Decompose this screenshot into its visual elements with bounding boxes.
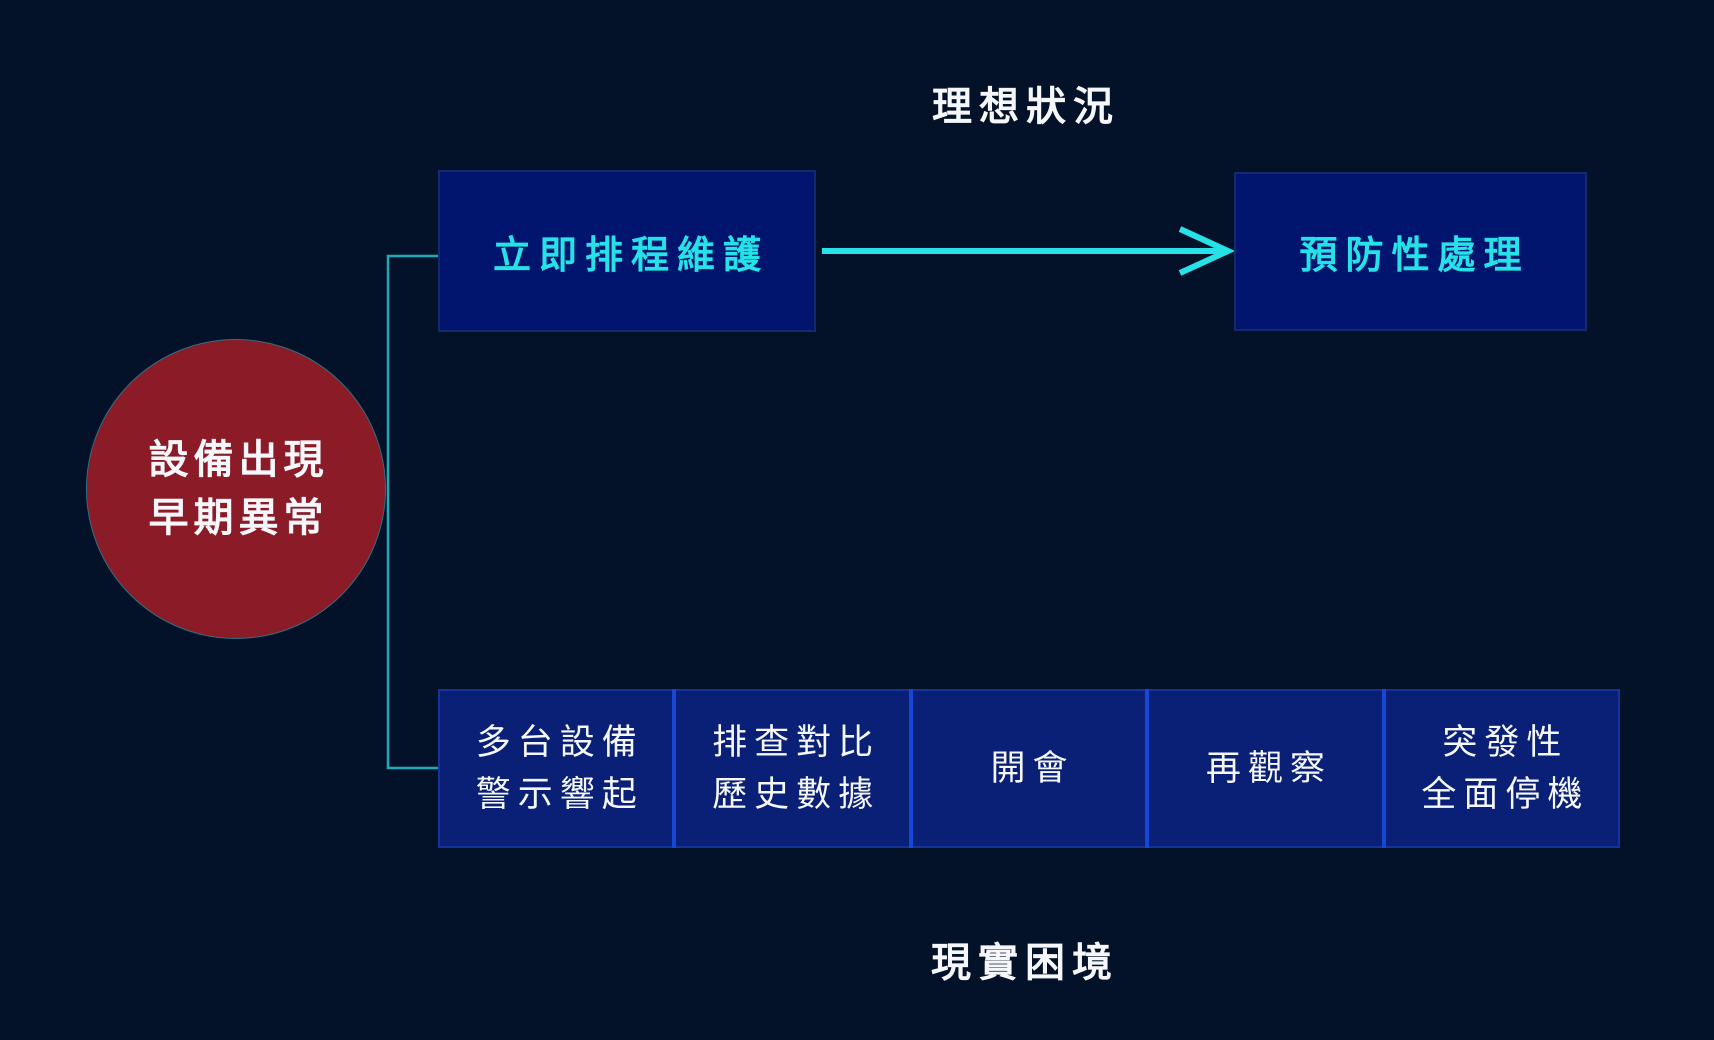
flow-arrow-head bbox=[1178, 226, 1236, 276]
reality-zone-label: 現實困境 bbox=[931, 941, 1119, 985]
reality-step-label: 多台設備 bbox=[475, 722, 644, 762]
reality-step-observe-again: 再觀察 bbox=[1149, 689, 1382, 848]
reality-step-label: 突發性 bbox=[1442, 722, 1569, 762]
branch-connector-line bbox=[386, 254, 438, 770]
ideal-action-box: 立即排程維護 bbox=[438, 170, 816, 332]
ideal-zone-label: 理想狀況 bbox=[932, 85, 1120, 129]
reality-step-multiple-alarms: 多台設備 警示響起 bbox=[438, 689, 673, 848]
reality-step-label: 開會 bbox=[990, 748, 1075, 788]
reality-step-label: 警示響起 bbox=[475, 774, 644, 814]
reality-step-check-history: 排查對比 歷史數據 bbox=[676, 689, 909, 848]
reality-steps-row: 多台設備 警示響起 排查對比 歷史數據 開會 再觀察 突發性 全面停機 bbox=[438, 689, 1621, 848]
source-circle-line1: 設備出現 bbox=[148, 438, 329, 482]
ideal-outcome-label: 預防性處理 bbox=[1299, 235, 1530, 277]
ideal-outcome-box: 預防性處理 bbox=[1234, 172, 1587, 331]
ideal-action-label: 立即排程維護 bbox=[492, 234, 769, 277]
reality-step-label: 全面停機 bbox=[1421, 774, 1590, 814]
reality-step-label: 排查對比 bbox=[712, 722, 881, 762]
source-circle-line2: 早期異常 bbox=[148, 496, 329, 540]
reality-step-meeting: 開會 bbox=[912, 689, 1146, 848]
reality-step-label: 再觀察 bbox=[1205, 748, 1332, 788]
reality-step-label: 歷史數據 bbox=[712, 774, 881, 814]
source-circle: 設備出現 早期異常 bbox=[86, 339, 386, 639]
reality-step-sudden-shutdown: 突發性 全面停機 bbox=[1385, 689, 1621, 848]
